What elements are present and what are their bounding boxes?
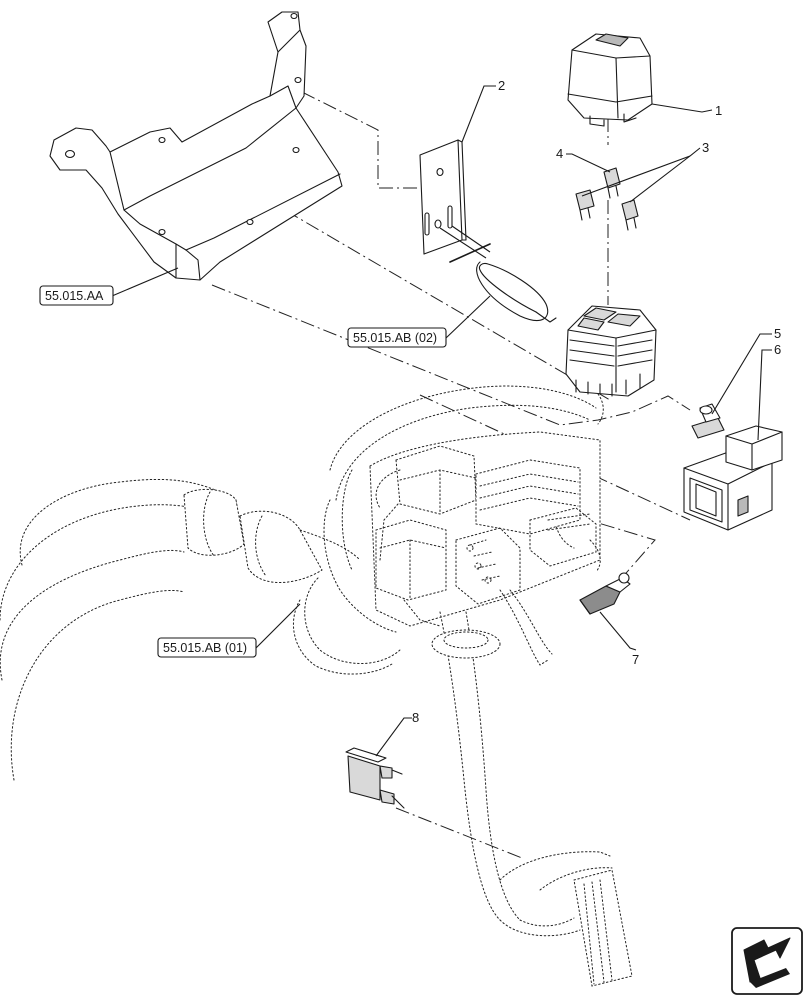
mounting-plate: [419, 139, 491, 263]
cable-tie: [476, 261, 557, 323]
callout-5: 5: [774, 326, 781, 341]
mounting-bracket: [49, 11, 343, 281]
callout-7: 7: [632, 652, 639, 667]
leader-lines: [111, 85, 772, 757]
callout-3: 3: [702, 140, 709, 155]
maxi-fuse-8: [345, 747, 405, 809]
relay-6: [683, 425, 783, 531]
ref-harness-upper[interactable]: 55.015.AB (02): [347, 327, 447, 348]
ref-harness-main[interactable]: 55.015.AB (01): [157, 637, 257, 658]
component-7: [579, 572, 631, 615]
callout-numbers: 1 2 3 4 5 6 7 8: [412, 78, 781, 725]
callout-6: 6: [774, 342, 781, 357]
ref-harness-upper-label: 55.015.AB (02): [353, 331, 437, 345]
clip-5: [691, 403, 725, 439]
callout-8: 8: [412, 710, 419, 725]
connector-block: [375, 445, 597, 627]
next-page-arrow-icon[interactable]: [731, 927, 803, 995]
ref-bracket-label: 55.015.AA: [45, 289, 104, 303]
callout-2: 2: [498, 78, 505, 93]
ref-harness-main-label: 55.015.AB (01): [163, 641, 247, 655]
relay-socket: [565, 305, 657, 397]
callout-4: 4: [556, 146, 563, 161]
mini-fuses: [575, 167, 639, 231]
ref-bracket[interactable]: 55.015.AA: [39, 285, 114, 306]
callout-1: 1: [715, 103, 722, 118]
relay-cover: [567, 33, 653, 127]
